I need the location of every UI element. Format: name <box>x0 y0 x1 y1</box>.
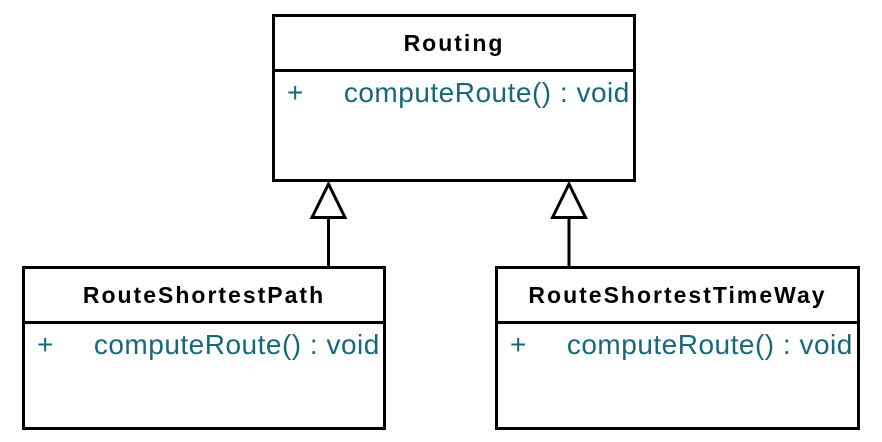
visibility-symbol: + <box>510 329 527 360</box>
method-row: + computeRoute() : void <box>37 330 383 360</box>
hollow-triangle-arrowhead-icon <box>309 180 348 219</box>
methods-compartment: + computeRoute() : void <box>25 324 383 360</box>
method-signature: computeRoute() : void <box>343 77 630 108</box>
generalization-arrow-left <box>309 180 348 267</box>
methods-compartment: + computeRoute() : void <box>498 324 857 360</box>
class-box-routing: Routing + computeRoute() : void <box>272 14 636 182</box>
hollow-triangle-arrowhead-icon <box>550 180 588 219</box>
visibility-symbol: + <box>37 329 54 360</box>
class-box-route-shortest-path: RouteShortestPath + computeRoute() : void <box>22 266 386 430</box>
methods-compartment: + computeRoute() : void <box>275 72 633 108</box>
class-name: Routing <box>275 17 633 72</box>
method-row: + computeRoute() : void <box>510 330 857 360</box>
class-name: RouteShortestTimeWay <box>498 269 857 324</box>
visibility-symbol: + <box>287 77 304 108</box>
method-row: + computeRoute() : void <box>287 78 633 108</box>
generalization-arrow-right <box>550 180 588 267</box>
class-name: RouteShortestPath <box>25 269 383 324</box>
class-box-route-shortest-time-way: RouteShortestTimeWay + computeRoute() : v… <box>495 266 860 430</box>
method-signature: computeRoute() : void <box>566 329 853 360</box>
method-signature: computeRoute() : void <box>93 329 380 360</box>
